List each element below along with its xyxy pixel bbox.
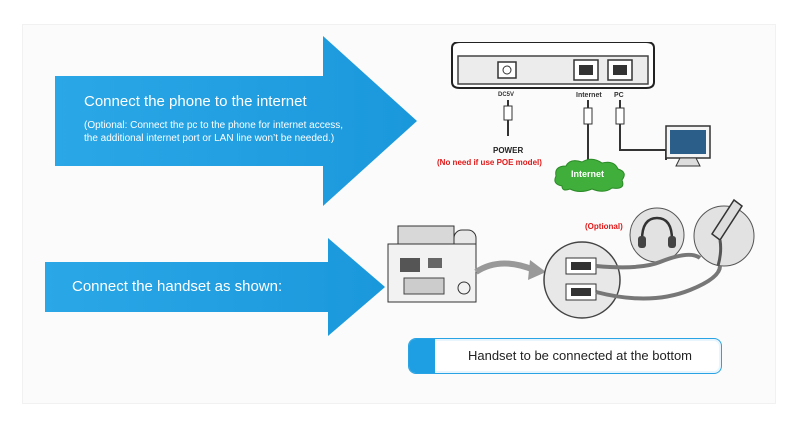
port-pc-label: PC	[614, 92, 624, 99]
handset-icon	[690, 196, 758, 279]
step1-subtitle: (Optional: Connect the pc to the phone f…	[84, 120, 344, 144]
step1-arrow	[55, 36, 420, 206]
step1-title: Connect the phone to the internet	[84, 93, 307, 110]
phone-back-icon	[384, 222, 494, 313]
internet-cloud-icon	[552, 158, 628, 197]
port-power-label: DC5V	[498, 92, 515, 98]
poe-note: (No need if use POE model)	[437, 158, 542, 167]
note-text: Handset to be connected at the bottom	[467, 348, 693, 363]
connector-arrow	[474, 260, 546, 280]
cloud-label: Internet	[571, 169, 605, 179]
note-accent-bar	[409, 339, 435, 373]
power-label: POWER	[493, 146, 524, 155]
port-internet-label: Internet	[576, 92, 602, 99]
phone-base-icon	[448, 41, 658, 97]
headset-icon	[628, 206, 686, 269]
cables	[503, 100, 667, 166]
pc-monitor-icon	[662, 124, 718, 175]
step2-arrow	[45, 238, 387, 336]
jack-panel-icon	[540, 240, 770, 331]
optional-label: (Optional)	[585, 222, 623, 231]
note-box: Handset to be connected at the bottom	[408, 338, 722, 374]
step2-title: Connect the handset as shown:	[72, 278, 283, 295]
